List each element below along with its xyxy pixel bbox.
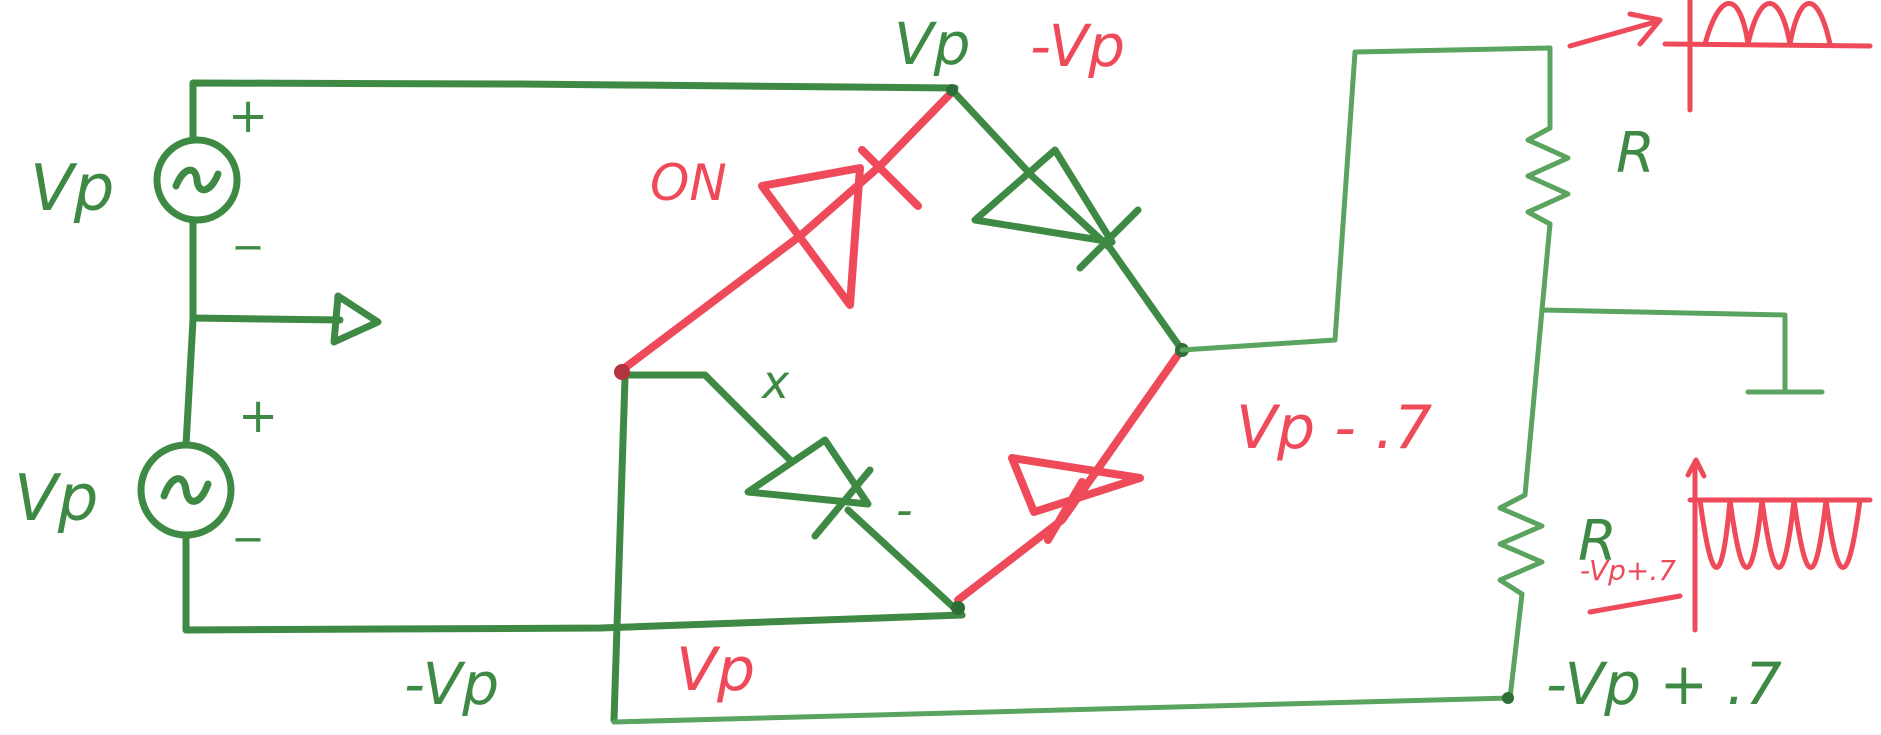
label-node-bottom-red: Vp (676, 635, 755, 705)
label-diode-on: ON (650, 154, 727, 212)
label-bottom-minus: _ (235, 486, 261, 542)
label-waveform-bottom: -Vp+.7 (1580, 554, 1676, 587)
label-resistor-top: R (1616, 121, 1655, 186)
resistor-bottom (1497, 492, 1545, 597)
label-top-plus: + (228, 88, 268, 144)
conduction-path-bottom (954, 348, 1184, 604)
ac-source-top (153, 136, 241, 224)
bridge-top-right-branch (948, 86, 1036, 180)
conduction-path-top (618, 88, 956, 374)
right-wiring (611, 45, 1825, 725)
waveform-bottom (1587, 457, 1873, 633)
label-bottom-plus: + (238, 388, 278, 444)
label-top-minus: _ (235, 194, 261, 250)
bridge-left-lower-branch (621, 371, 794, 464)
label-source-top: Vp (30, 152, 114, 226)
label-node-top: Vp (894, 10, 971, 78)
label-off-mark-2: - (896, 483, 913, 537)
label-resistor-bottom: R (1578, 509, 1617, 574)
label-output-bottom: -Vp + .7 (1546, 650, 1782, 718)
ac-source-bottom (137, 441, 235, 539)
waveform-top (1567, 0, 1873, 113)
diode-lower-left (744, 436, 874, 540)
bridge-rectifier (610, 84, 1189, 724)
label-node-top-red: -Vp (1030, 12, 1125, 80)
label-node-bottom-left: -Vp (404, 650, 499, 718)
resistor-top (1525, 125, 1571, 227)
label-source-bottom: Vp (14, 462, 98, 536)
diode-top-left-on (758, 146, 922, 309)
diode-top-right (971, 146, 1142, 272)
left-wiring (182, 79, 966, 634)
diode-bottom-right-on (1008, 454, 1144, 544)
label-off-mark-1: x (760, 355, 790, 409)
label-node-right: Vp - .7 (1236, 393, 1432, 463)
